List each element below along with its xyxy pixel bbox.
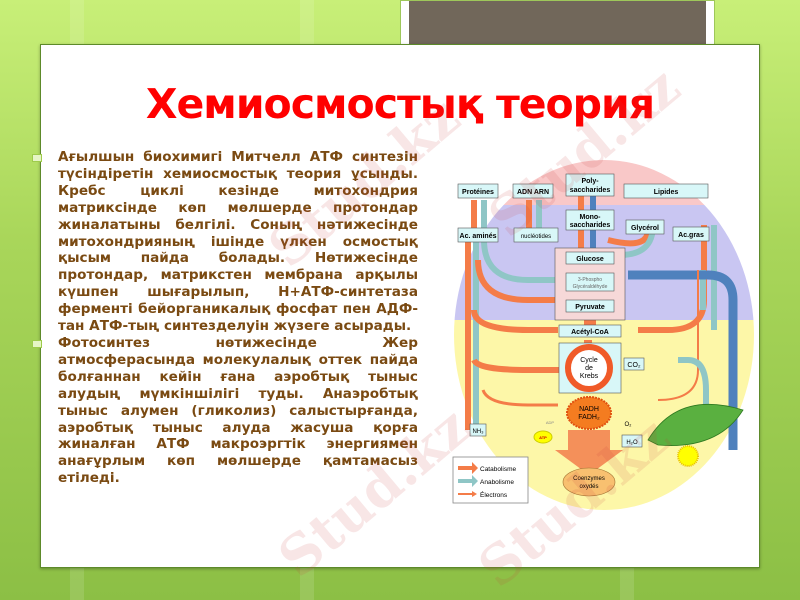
- polysaccharides-box: [565, 173, 615, 197]
- acetyl-coa-box: [558, 324, 622, 338]
- label-mono: Mono-: [580, 214, 602, 221]
- label-h2o: H₂O: [626, 440, 638, 446]
- label-glycerol: Glycérol: [631, 225, 659, 232]
- electron-chain-arrow: [555, 430, 623, 475]
- pyruvate-box: [565, 299, 615, 313]
- label-krebs1: Cycle: [580, 357, 598, 364]
- co2-box: [623, 357, 645, 371]
- catabolism-arrow: [471, 309, 558, 333]
- monosaccharides-box: [565, 209, 615, 231]
- coenzymes-oval: [562, 467, 616, 497]
- label-proteines: Protéines: [462, 189, 494, 196]
- diagram-legend: Catabolisme Anabolisme Électrons: [452, 456, 529, 504]
- slide-body: Ағылшын биохимигі Митчелл АТФ синтезін т…: [32, 149, 418, 487]
- leaf-icon: [647, 403, 744, 446]
- legend-anabolism-label: Anabolisme: [480, 479, 514, 486]
- bullet-paragraph-2: Фотосинтез нөтижесінде Жер атмосферасынд…: [32, 334, 418, 487]
- nh3-box: [469, 423, 487, 437]
- label-poly2: saccharides: [570, 187, 611, 194]
- label-lipides: Lipides: [654, 189, 679, 196]
- catabolism-arrow: [471, 358, 568, 373]
- slide-title: Хемиосмостық теория: [145, 80, 655, 128]
- label-fadh: FADH₂: [578, 414, 600, 421]
- atp-star: [533, 430, 553, 444]
- bullet-icon: [32, 154, 42, 162]
- legend-electrons-arrow: [458, 491, 477, 497]
- electron-transfer-arrow: [657, 270, 699, 401]
- ac-amines-box: [457, 227, 499, 243]
- label-mono2: saccharides: [570, 222, 611, 229]
- pga-box: [565, 272, 615, 292]
- nucleotides-box: [513, 227, 559, 243]
- label-ac-amines: Ac. aminés: [460, 233, 497, 240]
- ac-gras-box: [672, 226, 710, 242]
- bullet-paragraph-1: Ағылшын биохимигі Митчелл АТФ синтезін т…: [32, 149, 418, 335]
- h2o-box: [621, 434, 643, 448]
- paragraph-text: Ағылшын биохимигі Митчелл АТФ синтезін т…: [58, 149, 418, 335]
- label-pyruvate: Pyruvate: [575, 304, 605, 311]
- label-krebs2: de: [585, 365, 593, 372]
- label-krebs3: Krebs: [580, 373, 599, 380]
- label-co2: CO₂: [627, 362, 641, 369]
- legend-catabolism-label: Catabolisme: [480, 466, 517, 473]
- label-coenzymes1: Coenzymes: [573, 476, 605, 482]
- label-acetyl-coa: Acétyl-CoA: [571, 329, 609, 336]
- node-labels: Protéines ADN ARN Poly- saccharides Lipi…: [460, 178, 704, 490]
- label-glucose: Glucose: [576, 256, 604, 263]
- electron-transfer-arrow: [481, 389, 558, 407]
- metabolism-diagram: Protéines ADN ARN Poly- saccharides Lipi…: [452, 160, 754, 510]
- label-coenzymes2: oxydés: [579, 484, 598, 490]
- label-nucleotides: nucléotides: [521, 234, 551, 240]
- label-adp: ADP: [546, 420, 555, 425]
- label-ac-gras: Ac.gras: [678, 232, 704, 239]
- anabolism-arrow: [481, 239, 558, 283]
- legend-anabolism-arrow: [458, 475, 478, 487]
- adn-arn-box: [512, 183, 554, 199]
- legend-catabolism-arrow: [458, 462, 478, 474]
- photosynthesis-arrow: [628, 270, 738, 450]
- lipides-box: [623, 183, 709, 199]
- label-atp: ATP: [539, 435, 547, 440]
- label-pga1: 3-Phospho: [578, 277, 602, 283]
- label-pga2: Glycéraldéhyde: [573, 284, 608, 290]
- paragraph-text: Фотосинтез нөтижесінде Жер атмосферасынд…: [58, 334, 418, 487]
- label-poly: Poly-: [581, 178, 599, 185]
- label-nh3: NH₃: [472, 429, 484, 435]
- catabolism-arrow: [475, 259, 558, 303]
- label-nadh: NADH: [579, 406, 599, 413]
- label-adn-arn: ADN ARN: [517, 189, 549, 196]
- co2-to-leaf-arrow: [678, 357, 709, 430]
- bullet-icon: [32, 339, 42, 348]
- glucose-box: [565, 251, 615, 265]
- sun-icon: [677, 445, 699, 467]
- legend-electrons-label: Électrons: [480, 490, 508, 499]
- label-o2: O₂: [625, 422, 633, 428]
- krebs-cycle-ring: [565, 344, 613, 392]
- glycerol-box: [625, 219, 665, 235]
- proteines-box: [457, 183, 499, 199]
- nadh-burst: [566, 396, 612, 430]
